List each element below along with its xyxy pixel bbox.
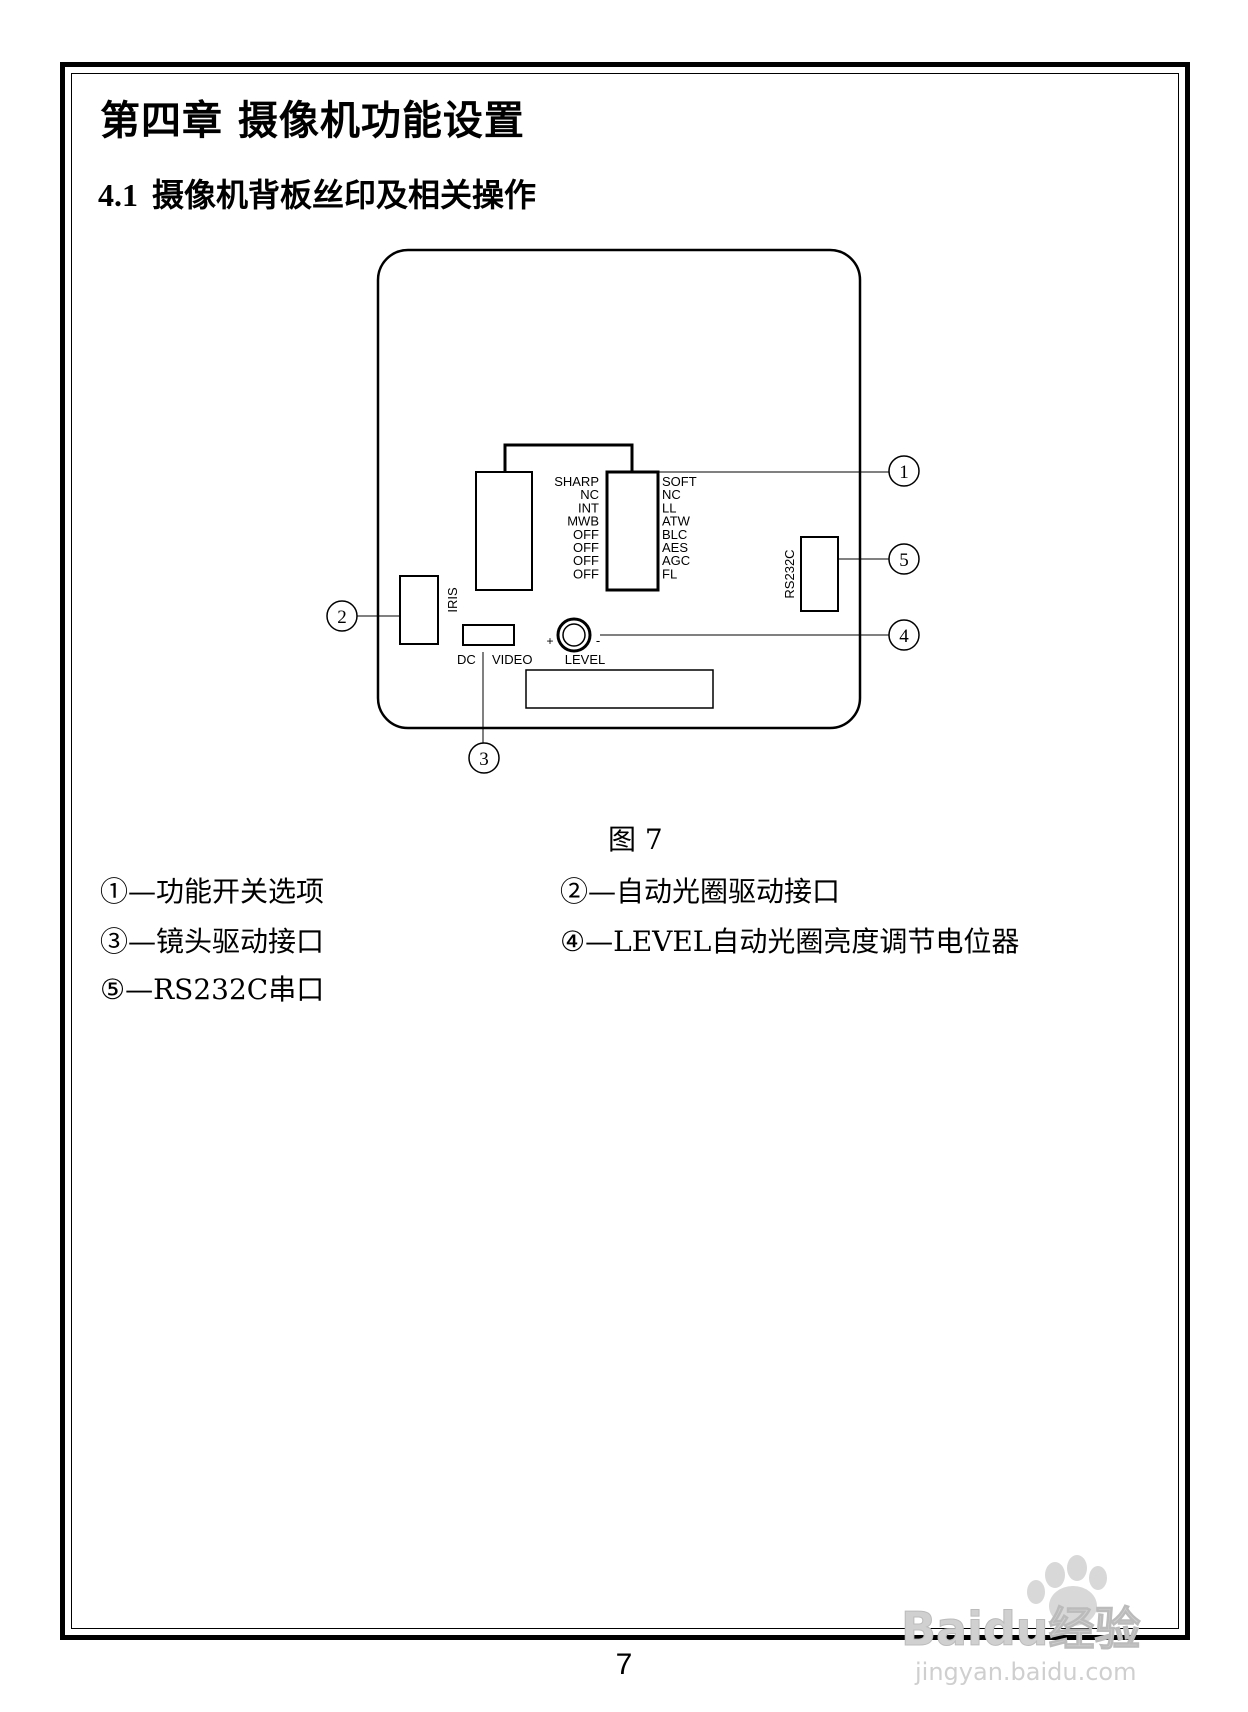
section-number: 4.1	[98, 177, 138, 213]
legend-item-1: ①—功能开关选项	[100, 875, 325, 908]
section-title: 摄像机背板丝印及相关操作	[152, 176, 537, 214]
back-panel-outline	[376, 248, 862, 730]
legend-item-2: ②—自动光圈驱动接口	[560, 875, 841, 908]
page-border-outer	[60, 62, 1190, 1640]
page-border-inner	[71, 73, 1179, 1629]
legend-item-5: ⑤—RS232C串口	[100, 973, 325, 1006]
video-label: VIDEO	[492, 652, 532, 667]
right-switch-label: BLC	[662, 527, 687, 542]
callout-3-circle	[468, 742, 500, 774]
left-switch-label: INT	[578, 500, 599, 515]
left-connector-block	[475, 471, 533, 591]
left-switch-label: NC	[580, 487, 599, 502]
callout-1-number: 1	[899, 462, 909, 483]
rs232c-connector	[800, 536, 839, 612]
legend-item-4: ④—LEVEL自动光圈亮度调节电位器	[560, 925, 1020, 958]
paw-icon	[1027, 1555, 1107, 1626]
level-potentiometer	[556, 617, 592, 653]
baidu-jingyan-watermark: Baidu经验 jingyan.baidu.com	[901, 1555, 1141, 1686]
level-minus-sign: -	[596, 633, 600, 648]
left-switch-label: OFF	[573, 566, 599, 581]
bottom-connector	[525, 669, 714, 709]
jumper-bridge	[503, 443, 634, 472]
iris-connector	[399, 575, 439, 645]
watermark-brand: Baidu经验	[901, 1602, 1141, 1656]
left-switch-label: MWB	[567, 514, 599, 529]
right-switch-label: ATW	[662, 514, 691, 529]
level-potentiometer-knob	[562, 623, 586, 647]
callout-3-number: 3	[479, 749, 489, 770]
iris-label: IRIS	[445, 587, 460, 613]
left-switch-label: OFF	[573, 553, 599, 568]
page-number: 7	[615, 1648, 633, 1681]
callout-2-circle	[326, 600, 358, 632]
function-dip-switch	[605, 470, 660, 592]
callout-2-number: 2	[337, 607, 347, 628]
callout-5-number: 5	[899, 550, 909, 571]
dc-video-switch	[462, 624, 515, 646]
section-heading: 4.1 摄像机背板丝印及相关操作	[98, 170, 536, 216]
right-switch-label: AES	[662, 540, 688, 555]
left-switch-label: OFF	[573, 527, 599, 542]
callout-1-circle	[888, 455, 920, 487]
dc-label: DC	[457, 652, 476, 667]
left-switch-label: OFF	[573, 540, 599, 555]
right-switch-label: LL	[662, 500, 676, 515]
right-switch-label: SOFT	[662, 474, 697, 489]
level-plus-sign: +	[546, 634, 553, 648]
left-switch-label: SHARP	[554, 474, 599, 489]
right-switch-label: FL	[662, 566, 677, 581]
callout-4-circle	[888, 619, 920, 651]
right-switch-label: AGC	[662, 553, 690, 568]
rs232c-label: RS232C	[782, 549, 797, 598]
watermark-url: jingyan.baidu.com	[914, 1658, 1136, 1686]
callout-4-number: 4	[899, 626, 909, 647]
chapter-title: 第四章 摄像机功能设置	[100, 98, 525, 144]
level-label: LEVEL	[565, 652, 605, 667]
right-switch-label: NC	[662, 487, 681, 502]
callout-5-circle	[888, 543, 920, 575]
legend-item-3: ③—镜头驱动接口	[100, 925, 325, 958]
figure-caption: 图 7	[608, 823, 663, 856]
